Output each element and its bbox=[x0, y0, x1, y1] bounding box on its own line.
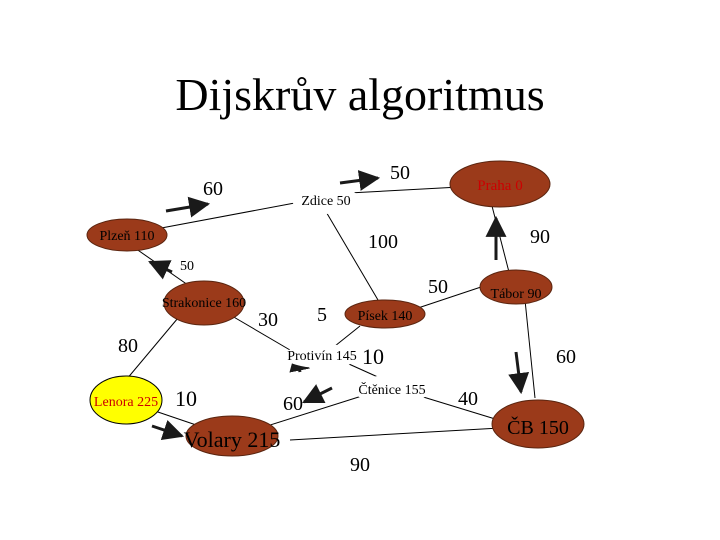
node-label: Čtěnice 155 bbox=[358, 381, 425, 398]
weight-zdice-pisek: 100 bbox=[368, 231, 398, 253]
weight-praha-tabor: 90 bbox=[530, 226, 550, 248]
node-volary: Volary 215 bbox=[184, 415, 281, 457]
node-cb: ČB 150 bbox=[491, 399, 585, 449]
weight-ctenice-cb: 40 bbox=[458, 388, 478, 410]
edges bbox=[125, 185, 536, 441]
edge-pisek-tabor bbox=[417, 285, 485, 309]
node-label: Volary 215 bbox=[184, 427, 281, 452]
node-plzen: Plzeň 110 bbox=[86, 218, 168, 252]
node-label: Lenora 225 bbox=[94, 395, 158, 410]
node-label: Tábor 90 bbox=[491, 287, 542, 302]
node-strakonice: Strakonice 160 bbox=[162, 280, 246, 326]
edge-volary-cb bbox=[289, 427, 501, 441]
weight-tabor-cb: 60 bbox=[556, 346, 576, 368]
node-label: Plzeň 110 bbox=[99, 229, 154, 244]
edge-strakonice-protivin bbox=[231, 315, 291, 351]
node-label: ČB 150 bbox=[507, 415, 569, 439]
node-label: Praha 0 bbox=[477, 178, 522, 194]
node-protivin: Protivín 145 bbox=[284, 344, 360, 368]
weight-pisek-protivin: 5 bbox=[317, 304, 327, 326]
weight-praha-zdice: 50 bbox=[390, 162, 410, 184]
arrow-icon bbox=[339, 170, 381, 191]
edge-weights: 50 60 50 100 90 50 80 30 5 10 60 10 60 4… bbox=[118, 162, 576, 476]
weight-strakonice-protivin: 30 bbox=[258, 309, 278, 331]
weight-protivin-ctenice: 10 bbox=[362, 344, 384, 369]
weight-plzen-strakonice: 50 bbox=[180, 259, 194, 274]
weight-volary-ctenice: 60 bbox=[283, 393, 303, 415]
direction-arrows bbox=[148, 170, 530, 440]
edge-ctenice-cb bbox=[419, 395, 506, 423]
edge-strakonice-lenora bbox=[125, 317, 179, 381]
node-praha: Praha 0 bbox=[449, 160, 551, 208]
node-label: Písek 140 bbox=[358, 309, 413, 324]
arrow-icon bbox=[148, 260, 173, 280]
arrow-icon bbox=[151, 420, 184, 440]
weight-strakonice-lenora: 80 bbox=[118, 335, 138, 357]
node-ctenice: Čtěnice 155 bbox=[352, 375, 432, 403]
arrow-icon bbox=[302, 384, 333, 404]
weight-pisek-tabor: 50 bbox=[428, 276, 448, 298]
weight-volary-cb: 90 bbox=[350, 454, 370, 476]
weight-lenora-volary: 10 bbox=[175, 386, 197, 411]
node-zdice: Zdice 50 bbox=[292, 186, 360, 214]
node-label: Protivín 145 bbox=[287, 349, 357, 364]
edge-tabor-cb bbox=[524, 299, 536, 399]
node-pisek: Písek 140 bbox=[344, 299, 426, 329]
edge-zdice-pisek bbox=[324, 209, 379, 301]
weight-zdice-plzen: 60 bbox=[203, 178, 223, 200]
arrow-icon bbox=[508, 351, 530, 395]
node-lenora: Lenora 225 bbox=[89, 375, 163, 425]
node-label: Strakonice 160 bbox=[162, 296, 246, 311]
nodes: Praha 0 Zdice 50 Plzeň 110 Strakonice 16… bbox=[86, 160, 585, 457]
arrow-icon bbox=[165, 196, 211, 218]
node-tabor: Tábor 90 bbox=[479, 269, 553, 305]
edge-zdice-plzen bbox=[139, 201, 301, 233]
node-label: Zdice 50 bbox=[301, 194, 350, 209]
page-title: Dijskrův algoritmus bbox=[175, 69, 545, 120]
